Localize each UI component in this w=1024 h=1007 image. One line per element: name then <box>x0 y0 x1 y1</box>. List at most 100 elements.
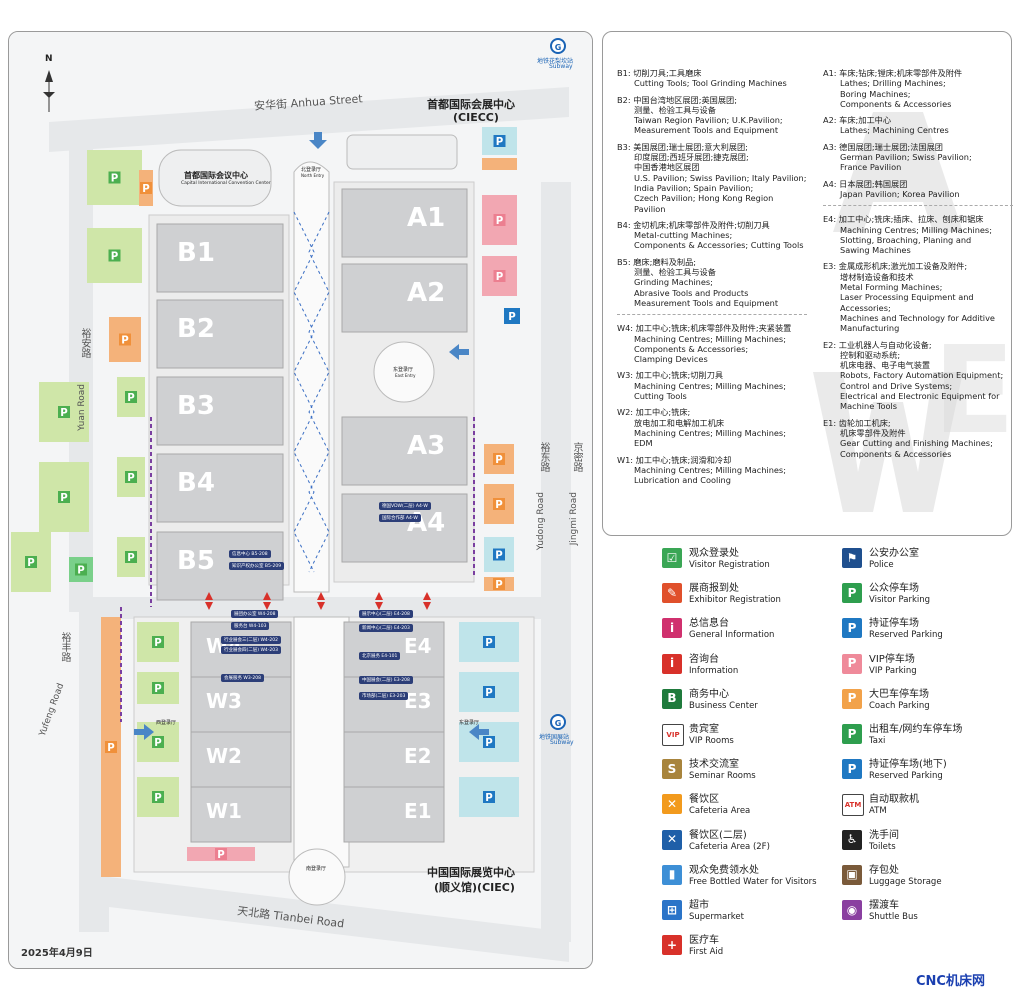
north-label: N <box>45 54 53 64</box>
hall-info-line: 增材制造设备和技术 <box>840 271 914 282</box>
atm-icon: ATM <box>842 794 864 817</box>
east-entry-en-label: East Entry <box>395 373 416 378</box>
hall-info-line: Machining Centres; Milling Machines; <box>634 464 786 475</box>
office-label: 会展服务 W3-208 <box>221 674 264 682</box>
legend-label-en: Supermarket <box>689 912 744 922</box>
hall-label-e4: E4 <box>404 634 432 658</box>
hall-w1-building <box>190 786 292 843</box>
north-arrow-icon <box>43 70 55 112</box>
legend-label-en: VIP Rooms <box>689 736 734 746</box>
legend-label-zh: 公众停车场 <box>869 583 919 595</box>
hall-info-line: 美国展团;瑞士展团;意大利展团; <box>633 141 748 152</box>
hall-label-e2: E2 <box>404 744 432 768</box>
parking-marker <box>493 498 505 510</box>
hall-info-line: Slotting, Broaching, Planing and <box>840 234 972 245</box>
hall-label-b2: B2 <box>177 314 215 344</box>
hall-info-line: Lathes; Drilling Machines; <box>840 78 946 89</box>
hall-code: E1: <box>823 417 839 428</box>
hall-info-line: Components & Accessories <box>840 98 952 109</box>
legend-label-en: Seminar Rooms <box>689 771 756 782</box>
anhua-street-road <box>49 87 569 152</box>
hall-label-e3: E3 <box>404 689 432 713</box>
hall-label-a4: A4 <box>407 508 446 538</box>
hall-info-line: Components & Accessories; <box>634 343 749 354</box>
hall-info-line: Japan Pavilion; Korea Pavilion <box>840 188 960 199</box>
legend-label-zh: 贵宾室 <box>689 724 719 735</box>
legend-label-en: First Aid <box>689 947 724 958</box>
parking-letter: P <box>111 252 119 263</box>
hall-label-e1: E1 <box>404 799 432 823</box>
office-label: 展示中心(二层) E4-208 <box>359 610 413 618</box>
hall-info-line: 加工中心;铣床;插床、拉床、刨床和锯床 <box>838 214 984 225</box>
parking-letter: P <box>127 473 135 484</box>
parking-marker <box>483 791 495 803</box>
hall-info-line: 金切机床;机床零部件及附件;切削刀具 <box>633 219 770 230</box>
parking-marker <box>125 391 137 403</box>
legend-label-en: General Information <box>689 630 775 641</box>
hall-info-line: 中国台湾地区展团;英国展团; <box>633 94 737 105</box>
legend-label-zh: 大巴车停车场 <box>869 688 929 700</box>
hall-label-b5: B5 <box>177 546 215 576</box>
parking-letter: P <box>496 272 504 283</box>
legend-label-zh: 出租车/网约车停车场 <box>869 724 963 735</box>
parking-marker <box>493 214 506 226</box>
hall-code: B5: <box>617 256 634 267</box>
hall-code: A4: <box>823 178 840 189</box>
legend-label-zh: 观众登录处 <box>689 548 739 559</box>
jingmi-zh-label: 京密路 <box>571 442 582 472</box>
hall-info-line: Machining Centres; Milling Machines; <box>634 380 786 391</box>
parking-letter: P <box>495 455 503 466</box>
general-information-icon: i <box>662 618 682 639</box>
watermark-text: CNC机床网 <box>916 974 985 989</box>
police-icon: ⚑ <box>842 548 862 568</box>
east-entry2-label: 东登录厅 <box>459 720 480 726</box>
hall-b3-building <box>156 376 284 446</box>
hall-code: A2: <box>823 115 840 126</box>
ciecc-small-building <box>346 134 458 170</box>
yudong-en-label: Yudong Road <box>536 492 546 551</box>
parking-marker <box>125 551 137 563</box>
tianbei-road <box>109 877 569 962</box>
yuan-road-zh-label: 裕安路 <box>79 328 90 358</box>
hall-info-line: Metal-cutting Machines; <box>634 230 733 241</box>
west-entry-label: 西登录厅 <box>156 720 177 726</box>
legend-label-en: Police <box>869 560 894 570</box>
hall-info-line: Machining Centres; Milling Machines; <box>634 333 786 344</box>
hall-label-a3: A3 <box>407 431 446 461</box>
hall-info-line: Laser Processing Equipment and <box>840 292 974 303</box>
parking-marker <box>105 741 117 753</box>
hall-b4-building <box>156 453 284 523</box>
parking-letter: P <box>127 553 135 564</box>
parking-letter: P <box>121 336 129 347</box>
north-entry-zh-label: 北登录厅 <box>301 167 322 173</box>
hall-a2-building <box>341 263 468 333</box>
parking-marker <box>493 548 505 561</box>
hall-a1-building <box>341 188 468 258</box>
yufeng-zh-label: 裕丰路 <box>59 632 70 662</box>
hall-info-line: U.S. Pavilion; Swiss Pavilion; Italy Pav… <box>634 172 807 183</box>
hall-separator <box>823 205 1013 207</box>
office-label: 德国VDW(二层) A4-W <box>379 502 431 510</box>
hall-info-b3: B3: 美国展团;瑞士展团;意大利展团;印度展团;西班牙展团;捷克展团;中国香港… <box>617 142 807 214</box>
parking-marker <box>58 406 70 418</box>
hall-info-line: 加工中心;铣床;切削刀具 <box>635 370 724 381</box>
parking-letter: P <box>485 793 493 804</box>
parking-letter: P <box>111 174 119 185</box>
ciecc-en-label: (CIECC) <box>453 111 499 124</box>
parking-marker <box>119 333 131 346</box>
parking-letter: P <box>495 580 503 591</box>
hall-info-line: Electrical and Electronic Equipment for <box>840 391 1000 402</box>
